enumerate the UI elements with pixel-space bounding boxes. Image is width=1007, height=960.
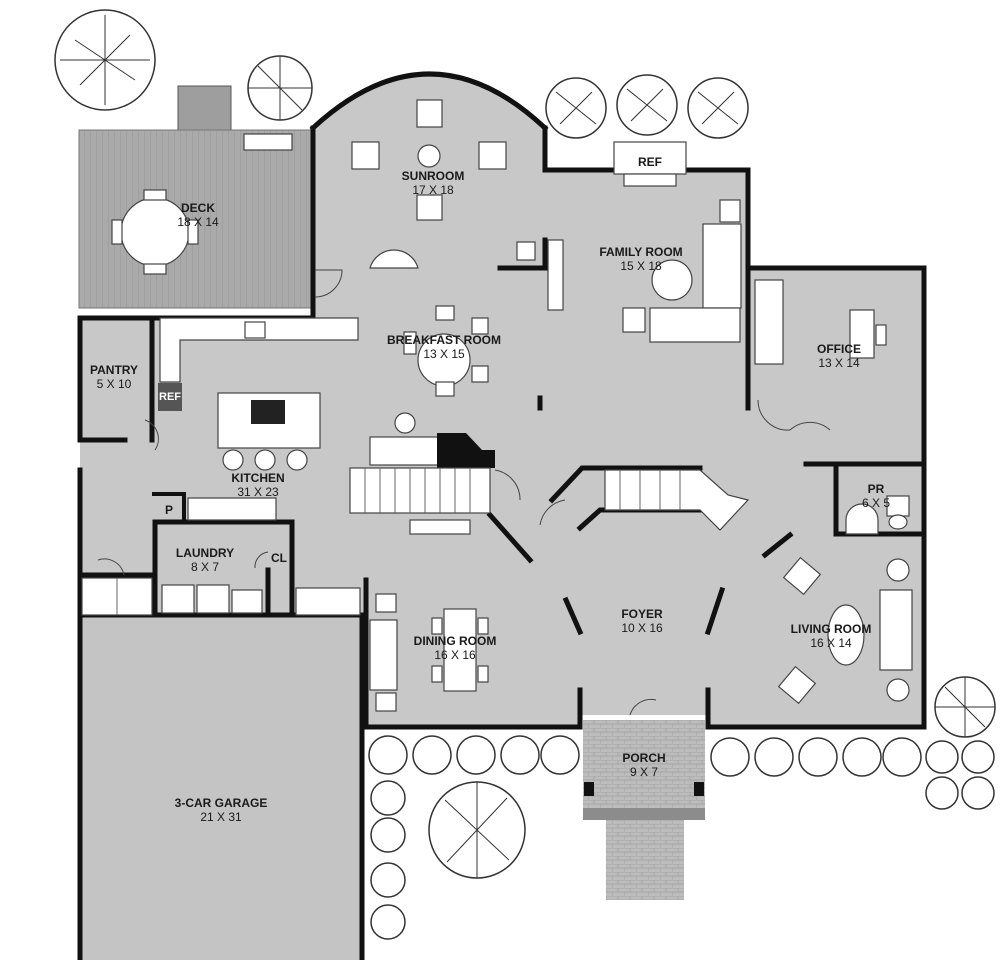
room-name-porch: PORCH: [622, 751, 665, 765]
fixture-pantry-closet: P: [165, 503, 173, 517]
fixture-ref-family: REF: [638, 155, 662, 169]
room-size-foyer: 10 X 16: [621, 621, 663, 635]
room-name-garage: 3-CAR GARAGE: [175, 796, 268, 810]
room-size-kitchen: 31 X 23: [237, 485, 279, 499]
room-size-family-room: 15 X 18: [620, 259, 662, 273]
tree-icon: [616, 74, 678, 136]
room-size-powder-room: 6 X 5: [862, 496, 890, 510]
room-labels: DECK 18 X 14 SUNROOM 17 X 18 FAMILY ROOM…: [90, 155, 890, 824]
landscaping: [54, 9, 996, 940]
room-name-office: OFFICE: [817, 342, 861, 356]
deck: [78, 85, 314, 309]
tree-icon: [687, 77, 749, 139]
room-name-family-room: FAMILY ROOM: [599, 245, 682, 259]
tree-icon: [247, 55, 313, 121]
tree-icon: [934, 676, 996, 738]
room-size-porch: 9 X 7: [630, 765, 658, 779]
room-name-laundry: LAUNDRY: [176, 546, 234, 560]
room-size-sunroom: 17 X 18: [412, 183, 454, 197]
room-size-laundry: 8 X 7: [191, 560, 219, 574]
room-name-foyer: FOYER: [621, 607, 663, 621]
room-name-pantry: PANTRY: [90, 363, 138, 377]
room-size-dining-room: 16 X 16: [434, 648, 476, 662]
room-size-deck: 18 X 14: [177, 215, 219, 229]
room-name-breakfast-room: BREAKFAST ROOM: [387, 333, 501, 347]
room-size-living-room: 16 X 14: [810, 636, 852, 650]
room-size-office: 13 X 14: [818, 356, 860, 370]
room-name-powder-room: PR: [868, 482, 885, 496]
shrub-row: [368, 735, 995, 940]
tree-icon: [428, 781, 526, 879]
fixture-ref-kitchen: REF: [159, 391, 181, 403]
room-size-garage: 21 X 31: [200, 810, 242, 824]
tree-icon: [545, 77, 607, 139]
fixture-closet: CL: [271, 551, 287, 565]
room-name-dining-room: DINING ROOM: [414, 634, 497, 648]
tree-icon: [54, 9, 156, 111]
room-name-sunroom: SUNROOM: [402, 169, 465, 183]
room-name-kitchen: KITCHEN: [231, 471, 284, 485]
room-name-deck: DECK: [181, 201, 215, 215]
furniture: [81, 99, 913, 796]
room-size-breakfast-room: 13 X 15: [423, 347, 465, 361]
room-size-pantry: 5 X 10: [97, 377, 132, 391]
room-name-living-room: LIVING ROOM: [791, 622, 872, 636]
